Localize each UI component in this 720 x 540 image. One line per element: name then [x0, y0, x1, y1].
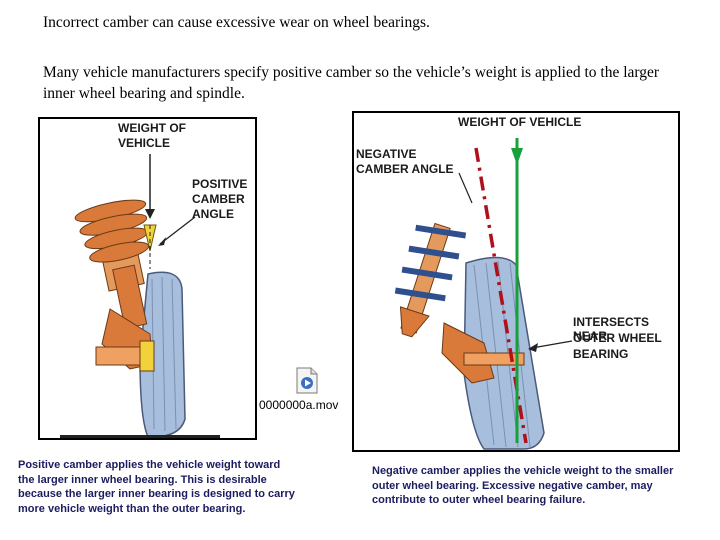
intersect-label-line-2: OUTER WHEEL [573, 331, 662, 345]
weight-label-line-1: WEIGHT OF [118, 121, 186, 135]
intersect-label-line-1: INTERSECTS NEAR [573, 315, 650, 343]
negative-label-line-1: NEGATIVE [356, 147, 417, 161]
camber-axis-line [474, 147, 528, 444]
negative-camber-caption: Negative camber applies the vehicle weig… [372, 465, 674, 506]
intro-line-1: Incorrect camber can cause excessive wea… [43, 14, 430, 31]
negative-camber-figure: WEIGHT OF VEHICLE NEGATIVE CAMBER ANGLE … [352, 111, 680, 452]
positive-camber-caption: Positive camber applies the vehicle weig… [18, 459, 295, 515]
negative-camber-diagram [394, 138, 573, 450]
positive-label-line-1: POSITIVE [192, 177, 248, 191]
positive-label-line-3: ANGLE [192, 207, 234, 221]
movie-file-icon[interactable] [296, 367, 318, 394]
left-tire [139, 271, 186, 438]
negative-label-line-2: CAMBER ANGLE [356, 162, 454, 176]
weight-label: WEIGHT OF VEHICLE [458, 115, 582, 129]
positive-camber-figure: WEIGHT OF VEHICLE POSITIVE CAMBER ANGLE [38, 117, 257, 440]
positive-camber-diagram [60, 154, 220, 438]
left-spring [74, 199, 150, 330]
weight-label-line-2: VEHICLE [118, 136, 171, 150]
intersect-label-line-3: BEARING [573, 347, 629, 361]
intro-line-2: Many vehicle manufacturers specify posit… [43, 64, 660, 102]
right-spring [394, 222, 467, 338]
movie-file-name[interactable]: 0000000a.mov [259, 398, 339, 412]
positive-label-line-2: CAMBER [192, 192, 245, 206]
